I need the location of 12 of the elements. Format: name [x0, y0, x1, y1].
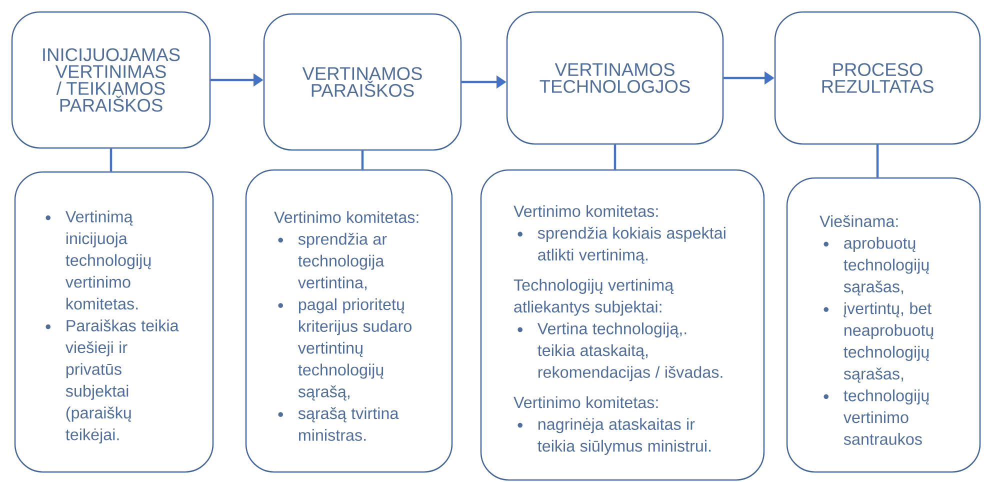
description-box: Viešinama: aprobuotų technologijų sąrašas, įvertintų, bet neaprobuotų technologijų sąrašas, technologijų vertinimo santraukos [786, 177, 981, 473]
step-box: VERTINAMOS TECHNOLOGJOS [506, 11, 724, 145]
connector-line [876, 144, 879, 178]
connector-line [361, 150, 364, 170]
description-box: Vertinimą inicijuoja technologijų vertinimo komitetas. Paraiškas teikia viešieji ir privatūs subjektai (paraiškų teikėjai. [14, 171, 214, 473]
step-box: VERTINAMOS PARAIŠKOS [263, 13, 462, 151]
connector-line [614, 144, 616, 170]
description-box: Vertinimo komitetas: sprendžia kokiais aspektai atlikti vertinimą. Technologijų vertinimą atliekantys subjektai: Vertina technologiją,. teikia ataskaitą, rekomendacijas / išvadas. Vertinimo komitetas: nagrinėja ataskaitas ir teikia siūlymus ministrui. [480, 169, 765, 481]
step-box: PROCESO REZULTATAS [774, 11, 981, 145]
description-box: Vertinimo komitetas: sprendžia ar technologija vertintina, pagal prioritetų kriterijus sudaro vertintinų technologijų sąrašą, sąrašą tvirtina ministras. [245, 169, 453, 473]
connector-line [110, 148, 112, 172]
step-box: INICIJUOJAMAS VERTINIMAS / TEIKIAMOS PARAIŠKOS [11, 11, 211, 149]
